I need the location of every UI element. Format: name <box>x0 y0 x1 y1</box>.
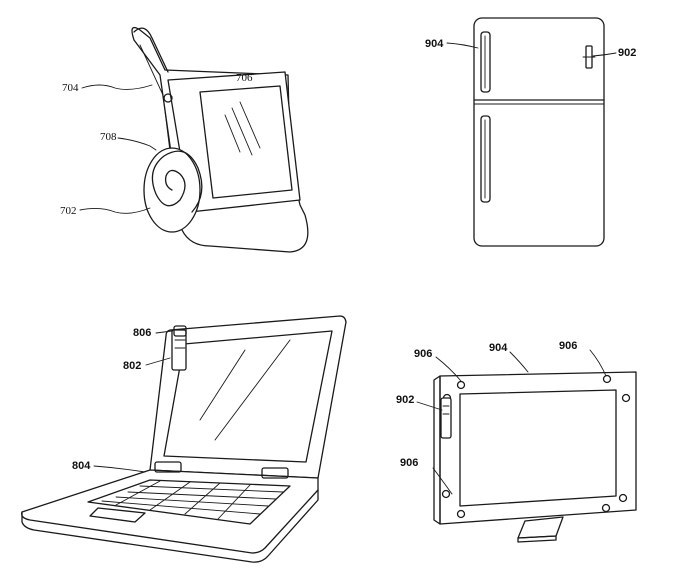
label-708: 708 <box>100 131 117 143</box>
monitor-clip <box>440 397 452 439</box>
label-906-top-right: 906 <box>559 340 577 352</box>
monitor-screen <box>459 389 617 507</box>
monitor-mount-top-right <box>602 374 612 384</box>
label-904-monitor: 904 <box>489 342 508 354</box>
label-906-bottom-left: 906 <box>400 457 418 469</box>
fridge-bottom-handle <box>480 115 491 203</box>
wearable-button-top <box>163 93 173 103</box>
laptop-base <box>21 469 319 554</box>
monitor-mount-left-lower <box>441 489 451 499</box>
laptop-camera-top <box>173 325 187 337</box>
wearable-strap-outline <box>131 26 309 253</box>
label-906-top-left: 906 <box>414 348 432 360</box>
label-706: 706 <box>236 72 253 84</box>
monitor-mount-right-lower <box>618 493 628 503</box>
wearable-strap-top-curve <box>133 27 169 73</box>
label-902-fridge: 902 <box>618 47 636 59</box>
laptop-trackpad <box>89 507 146 523</box>
label-806: 806 <box>133 327 151 339</box>
label-902-monitor: 902 <box>396 394 414 406</box>
figure-monitor: 906 904 906 902 906 <box>396 340 637 543</box>
monitor-mount-bottom-right <box>601 503 611 513</box>
fridge-top-handle <box>480 31 491 93</box>
monitor-stand <box>517 516 564 539</box>
figure-refrigerator: 904 902 <box>425 17 636 247</box>
figure-wearable-device: 704 706 708 702 <box>60 26 309 253</box>
label-904-fridge: 904 <box>425 38 444 50</box>
label-804: 804 <box>72 460 91 472</box>
wearable-roll-spiral <box>151 150 203 213</box>
laptop-keyboard <box>87 479 291 525</box>
laptop-screen <box>163 330 333 463</box>
fridge-body <box>473 17 605 247</box>
monitor-mount-top-left <box>456 380 466 390</box>
monitor-mount-bottom-left <box>456 509 466 519</box>
figure-laptop: 806 802 804 <box>21 315 347 563</box>
label-702: 702 <box>60 205 77 217</box>
label-802-laptop: 802 <box>123 360 141 372</box>
label-704: 704 <box>62 82 79 94</box>
monitor-mount-right-upper <box>621 393 631 403</box>
wearable-screen <box>199 85 293 199</box>
